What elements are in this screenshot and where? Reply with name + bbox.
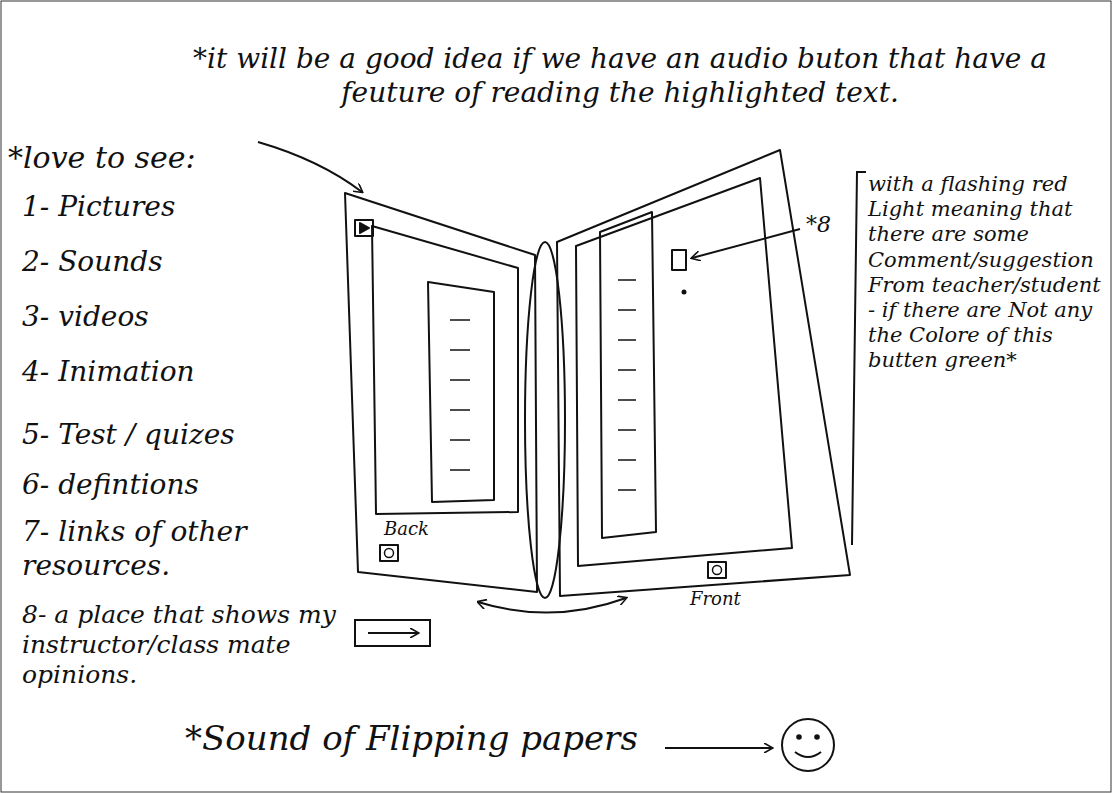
- note-text: *love to see:: [8, 140, 308, 176]
- right-text-box: [600, 212, 656, 538]
- leader-arrow: [258, 142, 362, 192]
- note-text: 8- a place that shows my instructor/clas…: [22, 600, 344, 690]
- play-icon: [360, 223, 369, 233]
- note-text: Back: [384, 518, 454, 540]
- comment-button: [672, 250, 686, 270]
- note-text: *Sound of Flipping papers: [185, 718, 655, 759]
- left-text-lines: [450, 320, 470, 470]
- note-text: 7- links of other resources.: [22, 515, 342, 582]
- book: [345, 150, 850, 598]
- note-bracket: [852, 172, 866, 545]
- front-button: [708, 562, 726, 578]
- note-text: 4- Inimation: [22, 355, 342, 389]
- leader-arrow: [665, 747, 772, 749]
- note-text: 1- Pictures: [22, 190, 342, 224]
- note-text: 2- Sounds: [22, 245, 342, 279]
- smiley: [782, 719, 834, 771]
- comment-box-icon: [355, 620, 430, 646]
- flip-arrow: [478, 598, 626, 613]
- note-text: 5- Test / quizes: [22, 418, 342, 452]
- note-text: with a flashing red Light meaning that t…: [868, 172, 1104, 374]
- left-page: [345, 193, 537, 592]
- right-page: [557, 150, 850, 596]
- audio-button: [355, 220, 373, 236]
- left-inner-frame: [372, 226, 518, 514]
- note-text: 6- defintions: [22, 468, 342, 502]
- right-inner-frame: [576, 178, 792, 566]
- note-text: Front: [690, 588, 770, 610]
- arrow-icon: [368, 632, 418, 634]
- left-text-box: [428, 282, 494, 502]
- note-text: 3- videos: [22, 300, 342, 334]
- right-text-lines: [618, 280, 636, 490]
- note-text: *it will be a good idea if we have an au…: [150, 42, 1090, 109]
- back-button: [380, 545, 398, 561]
- callout-number: *8: [806, 212, 846, 238]
- leader-arrow: [692, 229, 800, 258]
